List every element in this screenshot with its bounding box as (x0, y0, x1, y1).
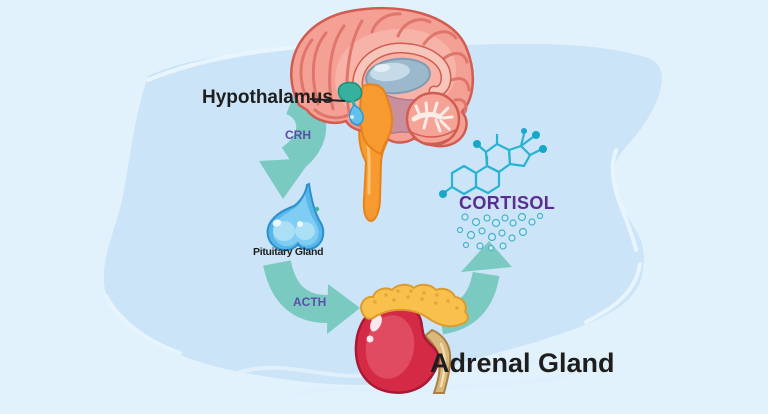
cortisol-bubbles (456, 212, 544, 252)
adrenal-kidney-illustration (354, 283, 469, 394)
hypothalamus-label: Hypothalamus (202, 87, 333, 108)
adrenal-cap (360, 283, 469, 328)
brain-illustration (290, 6, 475, 223)
cortisol-label: CORTISOL (459, 193, 556, 213)
hypothalamus-structure (337, 81, 364, 126)
cortisol-molecule-icon (439, 128, 547, 252)
arbor-vitae (411, 101, 454, 133)
adrenal-texture-dots (373, 289, 459, 310)
steroid-skeleton (444, 133, 541, 196)
cerebellum (405, 91, 461, 147)
crh-label: CRH (285, 128, 311, 142)
brain-gyri (299, 12, 471, 128)
pituitary-drop-small (349, 104, 364, 126)
adrenal-gland-label: Adrenal Gland (430, 348, 615, 378)
pituitary-gland-label: Pituitary Gland (253, 246, 324, 258)
molecule-atoms (439, 128, 547, 198)
acth-label: ACTH (293, 295, 327, 309)
thalamus (365, 57, 431, 95)
acth-arrow (263, 259, 360, 334)
decorative-speck (314, 206, 320, 212)
corpus-callosum (352, 42, 452, 97)
pons (359, 83, 394, 156)
pituitary-gland-illustration (266, 182, 325, 252)
hypothalamus-pointer-line (309, 98, 346, 102)
